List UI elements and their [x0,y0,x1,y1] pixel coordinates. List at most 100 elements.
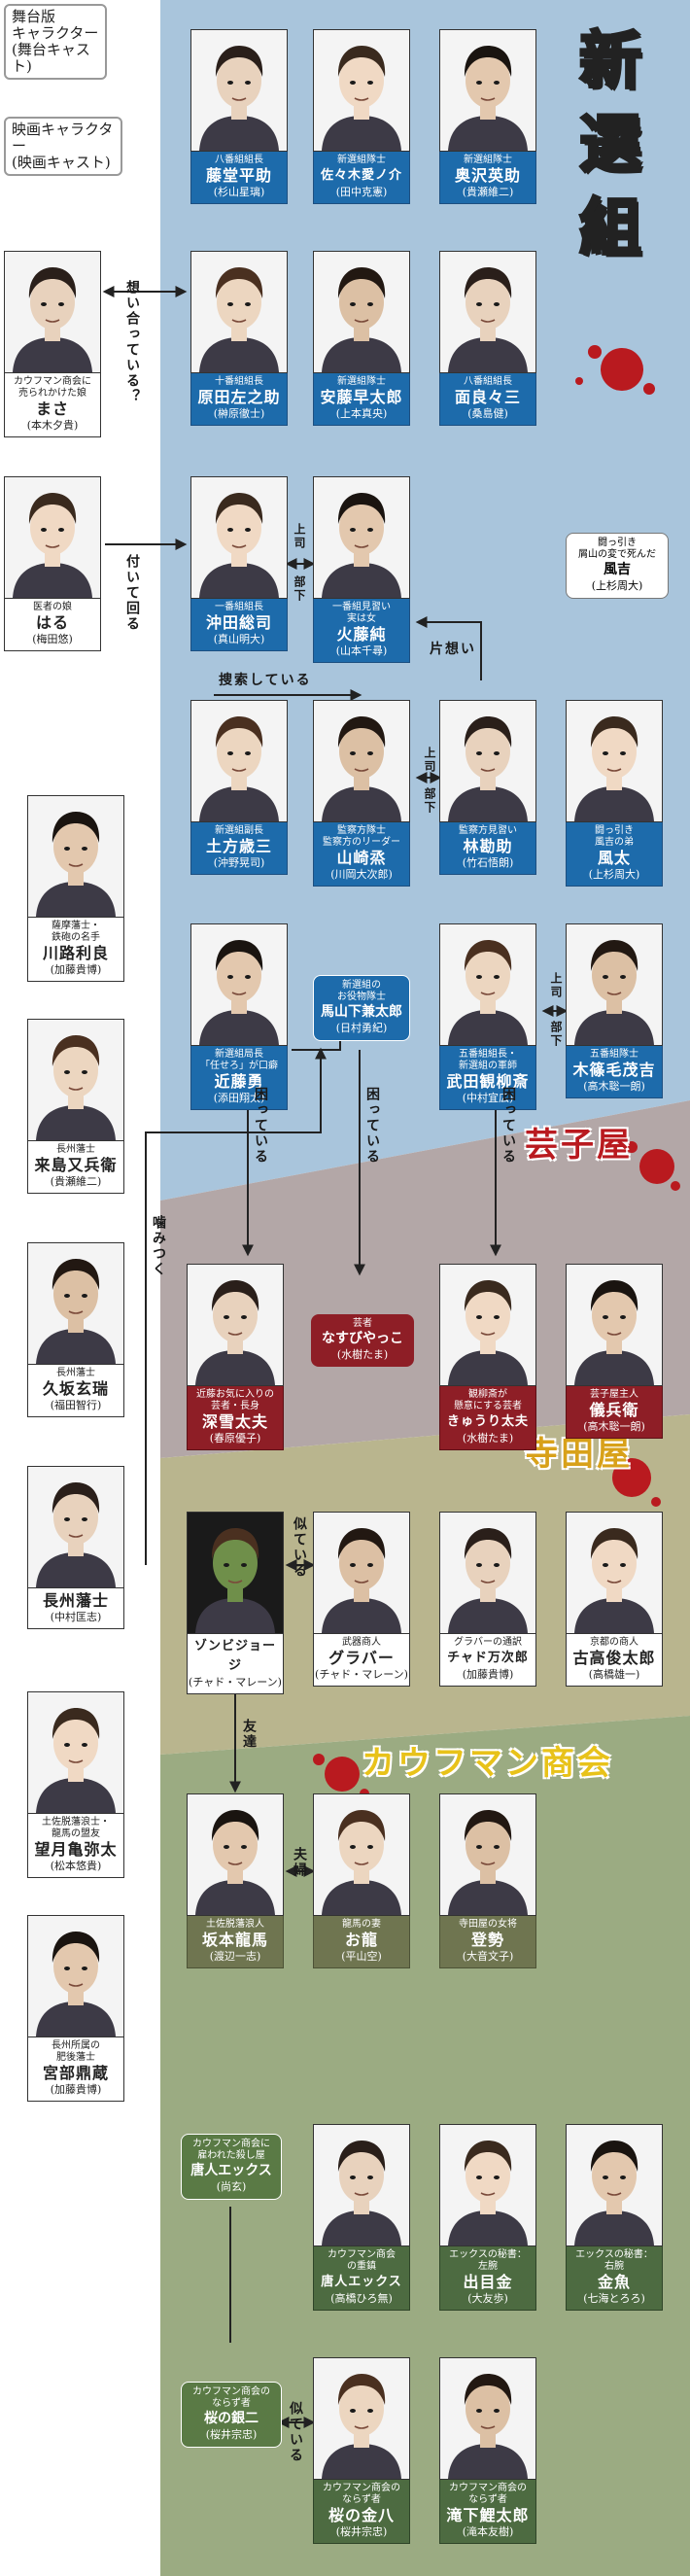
role: カウフマン商会 の重鎮 [328,2249,396,2272]
portrait-icon [567,2125,662,2245]
card-kingyo: エックスの秘書： 右腕金魚(七海とろろ) [566,2124,663,2311]
portrait-icon [314,1513,409,1633]
section-title-shinsengumi: 新選組 [568,26,643,280]
character-photo [439,1264,536,1386]
actor: (榊原徹士) [213,407,265,420]
character-label: 医者の娘はる(梅田悠) [4,599,101,651]
role: 新選組隊士 [337,376,386,387]
role: 新選組の お役物隊士 [337,980,386,1002]
card-oryo: 龍馬の妻お龍(平山空) [313,1793,410,1968]
actor: (山本千尋) [335,644,388,657]
role: 医者の娘 [33,602,72,612]
card-yamazaki: 監察方隊士 監察方のリーダー山崎烝(川岡大次郎) [313,700,410,887]
character-photo [190,476,288,599]
name: 林勘助 [463,837,513,855]
card-idemaru: エックスの秘書： 左腕出目金(大友歩) [439,2124,536,2311]
character-photo [27,1915,124,2037]
portrait-icon [314,1794,409,1915]
role: 薩摩藩士・ 鉄砲の名手 [52,921,100,943]
portrait-icon [191,924,287,1045]
actor: (沖野晃司) [213,856,265,869]
portrait-icon [567,701,662,821]
character-label: 監察方隊士 監察方のリーダー山崎烝(川岡大次郎) [313,822,410,887]
actor: (平山空) [341,1950,382,1963]
name: 川路利良 [42,944,109,962]
portrait-icon [314,2125,409,2245]
name: 出目金 [463,2273,513,2291]
character-label: 長州藩士来島又兵衛(貴瀬維二) [27,1141,124,1194]
name: ゾンビジョージ [193,1639,276,1673]
character-photo [439,700,536,822]
name: なすびやっこ [322,1331,403,1346]
card-ando: 新選組隊士安藤早太郎(上本真央) [313,251,410,426]
actor: (上杉周大) [591,579,643,592]
card-furukata: 京都の商人古高俊太郎(高橋雄一) [566,1512,663,1687]
character-label: 土佐脱藩浪人坂本龍馬(渡辺一志) [187,1916,284,1968]
actor: (チャド・マレーン) [315,1668,408,1681]
character-label: エックスの秘書： 左腕出目金(大友歩) [439,2246,536,2311]
card-miyabe: 長州所属の 肥後藩士宮部鼎蔵(加藤貴博) [27,1915,124,2102]
character-photo [566,700,663,822]
character-photo [190,251,288,373]
card-sakamoto: 土佐脱藩浪人坂本龍馬(渡辺一志) [187,1793,284,1968]
actor: (上杉周大) [588,868,640,881]
actor: (真山明大) [213,633,265,645]
rel-buka2: 部下 [423,787,436,815]
name: 原田左之助 [197,388,281,406]
portrait-icon [567,1513,662,1633]
name: 桜の金八 [328,2506,395,2524]
role: 新選組隊士 [337,155,386,165]
name: 桜の銀二 [204,2411,259,2426]
name: 安藤早太郎 [320,388,403,406]
role: 十番組組長 [215,376,263,387]
card-kurushima: 長州藩士来島又兵衛(貴瀬維二) [27,1019,124,1194]
role: 芸者 [353,1318,372,1329]
character-photo [27,1466,124,1588]
rel-omoiau: 想い合っている？ [124,280,140,404]
name: 望月亀弥太 [34,1840,118,1859]
name: 近藤勇 [214,1072,264,1091]
character-photo [439,2357,536,2480]
portrait-icon [567,1265,662,1385]
name: 唐人エックス [321,2275,402,2289]
character-label: カウフマン商会の ならず者滝下鯉太郎(滝本友樹) [439,2480,536,2544]
card-okuzawa: 新選組隊士奥沢英助(貴瀬維二) [439,29,536,204]
card-masa: カウフマン商会に 売られかけた娘まさ(本木夕貴) [4,251,101,437]
role: カウフマン商会の ならず者 [192,2386,270,2409]
card-nasubi: 芸者 なすびやっこ (水樹たま) [311,1314,414,1367]
card-tojin-film: カウフマン商会に 雇われた殺し屋 唐人エックス (尚玄) [181,2134,282,2200]
character-label: カウフマン商会 の重鎮唐人エックス(高橋ひろ無) [313,2246,410,2311]
character-label: グラバーの通訳チャド万次郎(加藤貴博) [439,1634,536,1687]
card-zombie: ゾンビジョージ(チャド・マレーン) [187,1512,284,1694]
character-label: 闘っ引き 風吉の弟風太(上杉周大) [566,822,663,887]
character-photo [187,1793,284,1916]
character-label: 新選組隊士奥沢英助(貴瀬維二) [439,152,536,204]
role: 龍馬の妻 [342,1919,381,1930]
actor: (杉山星璃) [213,186,265,198]
rel-komatte2: 困っている [364,1087,380,1165]
card-takishita: カウフマン商会の ならず者滝下鯉太郎(滝本友樹) [439,2357,536,2544]
role: 新選組局長 「任せろ」が口癖 [200,1049,278,1071]
actor: (中村匡志) [50,1611,102,1623]
actor: (桑島健) [467,407,508,420]
name: 土方歳三 [205,837,272,855]
character-photo [190,923,288,1046]
portrait-icon [440,1513,535,1633]
role: 長州藩士 [56,1144,95,1155]
character-label: 長州藩士久坂玄瑞(福田智行) [27,1365,124,1417]
character-photo [439,251,536,373]
card-futa: 闘っ引き 風吉の弟風太(上杉周大) [566,700,663,887]
portrait-icon [191,30,287,151]
actor: (高木聡一朗) [583,1420,645,1433]
portrait-icon [188,1265,283,1385]
portrait-icon [440,701,535,821]
portrait-icon [440,1265,535,1385]
portrait-icon [5,252,100,372]
character-photo [313,2357,410,2480]
portrait-icon [188,1794,283,1915]
card-kyuri: 観柳斎が 懸意にする芸者きゅうり太夫(水樹たま) [439,1264,536,1450]
card-kawaji: 薩摩藩士・ 鉄砲の名手川路利良(加藤貴博) [27,795,124,982]
actor: (水樹たま) [336,1348,389,1361]
role: 闘っ引き 屑山の変で死んだ [578,538,656,560]
